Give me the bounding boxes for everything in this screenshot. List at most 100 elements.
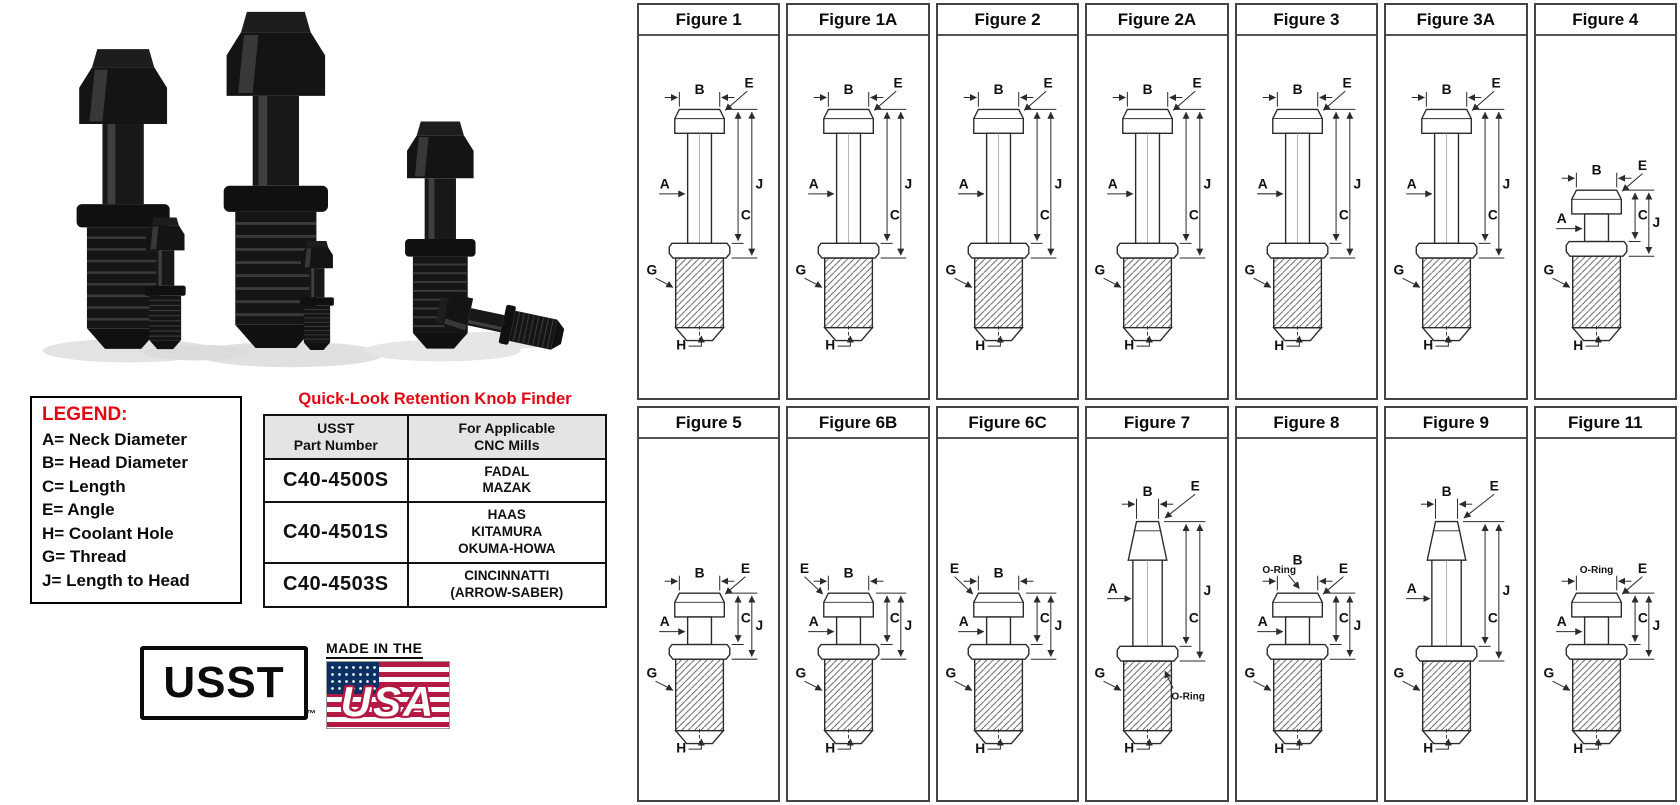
figure-box-2a: Figure 2A B E A J C G H: [1085, 3, 1229, 400]
figure-box-4: Figure 4 B E A J C G H: [1533, 3, 1677, 400]
figure-title: Figure 5: [639, 408, 779, 439]
dim-label-b: B: [1292, 82, 1302, 97]
figure-title: Figure 7: [1087, 408, 1227, 439]
dim-label-e: E: [1193, 75, 1202, 90]
usst-logo-box: USST: [140, 646, 308, 720]
dim-label-h: H: [1423, 338, 1433, 353]
dim-label-j: J: [1503, 176, 1511, 191]
dim-label-g: G: [1394, 665, 1405, 680]
made-in-the-label: MADE IN THE: [326, 640, 423, 659]
dim-label-a: A: [959, 176, 969, 191]
legend-item-a: A= Neck Diameter: [42, 430, 188, 449]
figure-box-2: Figure 2 B E A J C G H: [935, 3, 1080, 400]
knob-diagram: B E A J C G H: [1244, 75, 1361, 353]
dim-label-h: H: [826, 338, 836, 353]
dim-label-b: B: [1292, 552, 1302, 567]
figures-grid: Figure 1 B E A J C G H Figure 1A B E A J…: [637, 3, 1677, 802]
dim-label-g: G: [1543, 263, 1554, 278]
dim-label-b: B: [1442, 82, 1452, 97]
finder-col-part-line1: USST: [317, 420, 355, 436]
dim-label-g: G: [1095, 665, 1106, 680]
flag-canton: [327, 662, 379, 694]
dim-label-e: E: [1191, 478, 1200, 493]
dim-label-a: A: [1257, 176, 1267, 191]
dim-label-j: J: [1353, 617, 1361, 632]
retention-knobs-photo-illustration: [42, 10, 568, 368]
finder-col-cnc-mills: For Applicable CNC Mills: [406, 414, 608, 460]
dim-label-e: E: [800, 560, 809, 575]
dim-label-g: G: [1543, 665, 1554, 680]
dim-label-c: C: [890, 610, 900, 625]
dim-label-e: E: [744, 75, 753, 90]
dim-label-e: E: [950, 560, 959, 575]
dim-label-e: E: [741, 560, 750, 575]
dim-label-e: E: [1043, 75, 1052, 90]
dim-label-a: A: [1407, 581, 1417, 596]
dim-label-e: E: [1490, 478, 1499, 493]
dim-label-h: H: [676, 740, 686, 755]
finder-col-part-line2: Part Number: [293, 436, 378, 453]
figure-box-1a: Figure 1A B E A J C G H: [786, 3, 930, 400]
dim-label-e: E: [894, 75, 903, 90]
knob-diagram: B E A J C G H: [1095, 75, 1212, 352]
dim-label-c: C: [741, 610, 751, 625]
product-photo: [6, 6, 624, 378]
figure-title: Figure 11: [1535, 408, 1675, 439]
knob-diagram: B E A J C G H: [646, 560, 763, 755]
dim-label-j: J: [755, 617, 763, 632]
figure-title: Figure 2: [937, 5, 1078, 36]
mill-name: FADAL: [484, 463, 530, 479]
legend-item-b: B= Head Diameter: [42, 453, 188, 473]
dim-label-b: B: [844, 82, 854, 97]
legend-item-h: H= Coolant Hole: [42, 523, 174, 543]
dim-label-j: J: [1652, 617, 1660, 632]
mills-cell: CINCINNATTI (ARROW-SABER): [406, 561, 608, 608]
dim-label-b: B: [695, 565, 705, 580]
dim-label-c: C: [1040, 610, 1050, 625]
figure-title: Figure 6B: [788, 408, 928, 439]
dim-label-c: C: [1339, 208, 1349, 223]
dim-label-a: A: [1556, 211, 1566, 226]
figure-title: Figure 6C: [937, 408, 1078, 439]
legend-box: LEGEND: A= Neck Diameter B= Head Diamete…: [30, 396, 242, 605]
mill-name: MAZAK: [482, 480, 532, 496]
knob-finder: Quick-Look Retention Knob Finder USST Pa…: [263, 390, 608, 608]
usst-logo-text: USST: [163, 658, 285, 707]
figure-title: Figure 4: [1535, 5, 1675, 36]
dim-label-a: A: [809, 176, 819, 191]
dim-label-g: G: [1244, 263, 1255, 278]
usst-logo: USST ™: [140, 646, 326, 726]
figure-title: Figure 1: [639, 5, 779, 36]
figure-box-7: Figure 7 B E A J C G H O-Ring: [1085, 405, 1229, 802]
dim-label-oring: O-Ring: [1262, 564, 1296, 575]
dim-label-c: C: [1040, 208, 1050, 223]
part-number-cell: C40-4503S: [263, 561, 409, 608]
dim-label-b: B: [695, 82, 705, 97]
dim-label-g: G: [796, 665, 807, 680]
dim-label-a: A: [959, 614, 969, 629]
figure-box-3a: Figure 3A B E A J C G H: [1384, 3, 1528, 400]
dim-label-b: B: [993, 82, 1003, 97]
usa-label: USA: [340, 678, 436, 725]
dim-label-g: G: [646, 263, 657, 278]
figure-title: Figure 8: [1236, 408, 1377, 439]
mills-cell: HAAS KITAMURA OKUMA-HOWA: [406, 501, 608, 564]
dim-label-h: H: [1573, 740, 1583, 755]
dim-label-e: E: [1339, 560, 1348, 575]
knob-diagram: B E A J C G H: [796, 75, 913, 353]
made-in-usa-logo: MADE IN THE USA: [326, 640, 450, 729]
dim-label-j: J: [905, 617, 913, 632]
knob-diagram: B E A J C G H: [1543, 158, 1660, 353]
dim-label-h: H: [1274, 338, 1284, 353]
trademark-symbol: ™: [306, 709, 316, 720]
dim-label-g: G: [945, 263, 956, 278]
mill-name: CINCINNATTI: [464, 567, 550, 583]
finder-row-2: C40-4501S HAAS KITAMURA OKUMA-HOWA: [263, 501, 608, 564]
dim-label-h: H: [826, 740, 836, 755]
finder-col-mills-line1: For Applicable: [458, 420, 556, 436]
finder-row-3: C40-4503S CINCINNATTI (ARROW-SABER): [263, 561, 608, 608]
dim-label-g: G: [945, 665, 956, 680]
dim-label-c: C: [1189, 610, 1199, 625]
finder-table: USST Part Number For Applicable CNC Mill…: [263, 414, 608, 608]
knob-diagram: B E A J C G H: [945, 75, 1062, 352]
